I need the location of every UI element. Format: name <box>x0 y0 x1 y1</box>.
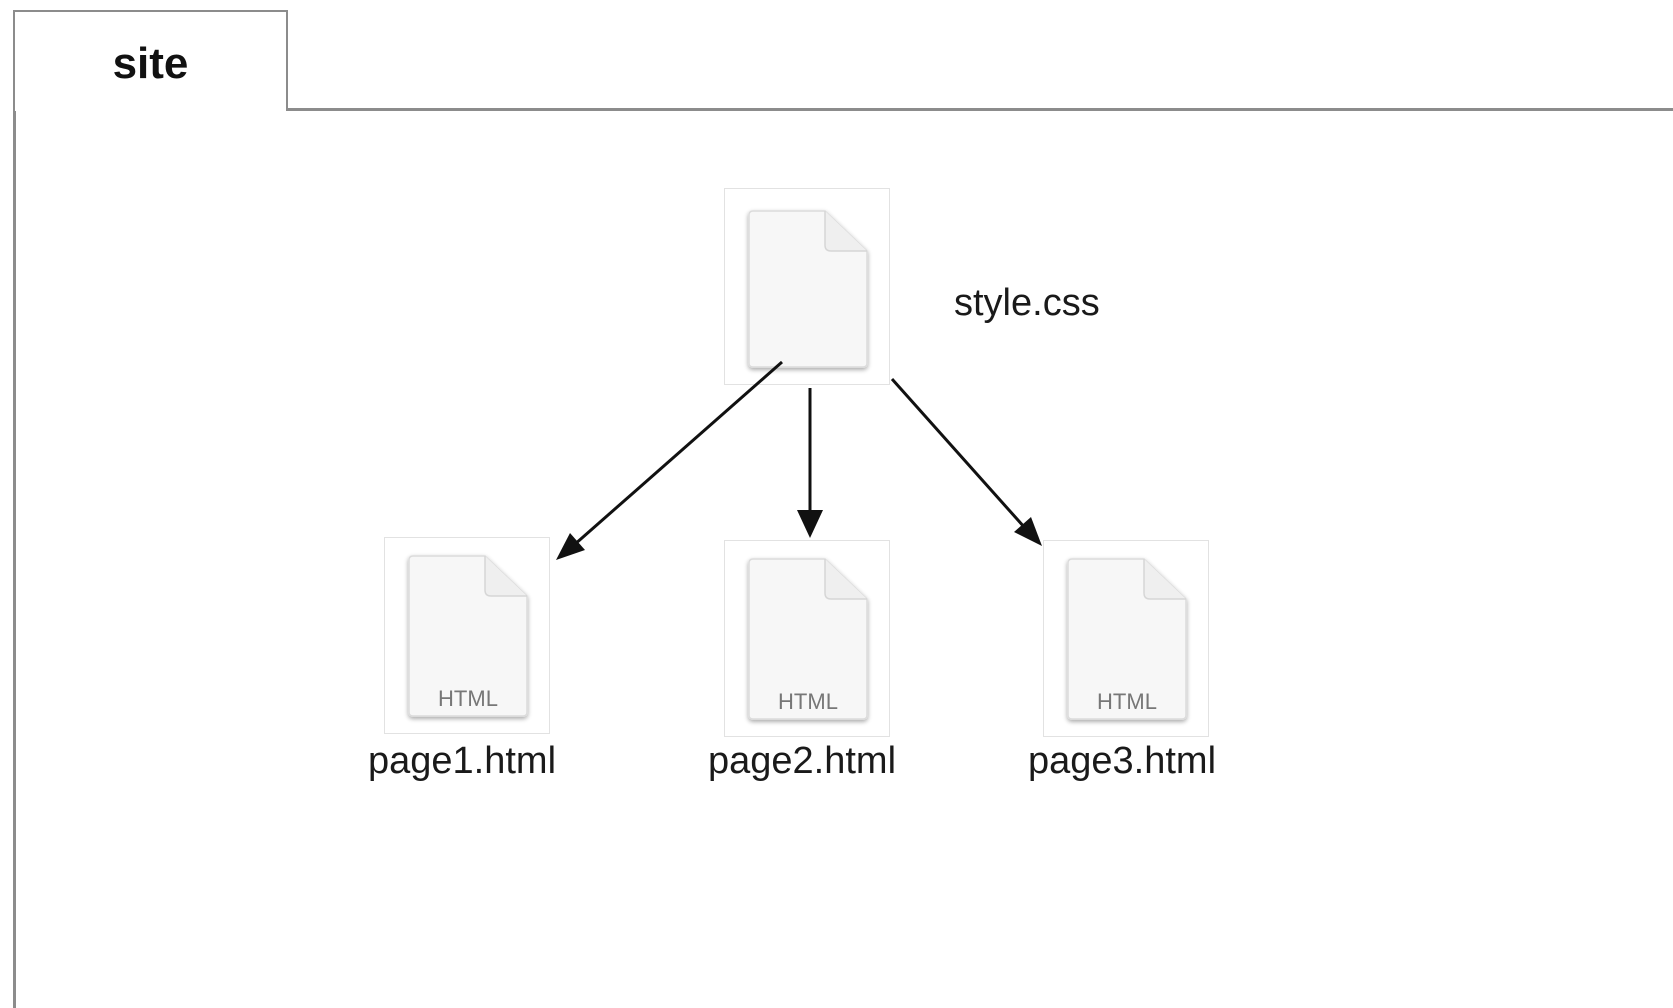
html-file-icon: HTML <box>748 558 868 720</box>
file-label-page3-html: page3.html <box>1028 740 1217 782</box>
folder-tab[interactable]: site <box>13 10 288 111</box>
file-node-page2-html[interactable]: HTML <box>724 540 890 737</box>
file-node-style-css[interactable] <box>724 188 890 385</box>
file-label-page2-html: page2.html <box>708 740 897 782</box>
html-file-icon: HTML <box>408 555 528 717</box>
html-badge: HTML <box>1097 689 1157 714</box>
html-file-icon: HTML <box>1067 558 1187 720</box>
document-icon <box>748 210 868 368</box>
file-label-style-css: style.css <box>954 282 1100 324</box>
file-node-page3-html[interactable]: HTML <box>1043 540 1209 737</box>
folder-label: site <box>112 38 189 88</box>
html-badge: HTML <box>778 689 838 714</box>
file-node-page1-html[interactable]: HTML <box>384 537 550 734</box>
html-badge: HTML <box>438 686 498 711</box>
file-label-page1-html: page1.html <box>368 740 557 782</box>
